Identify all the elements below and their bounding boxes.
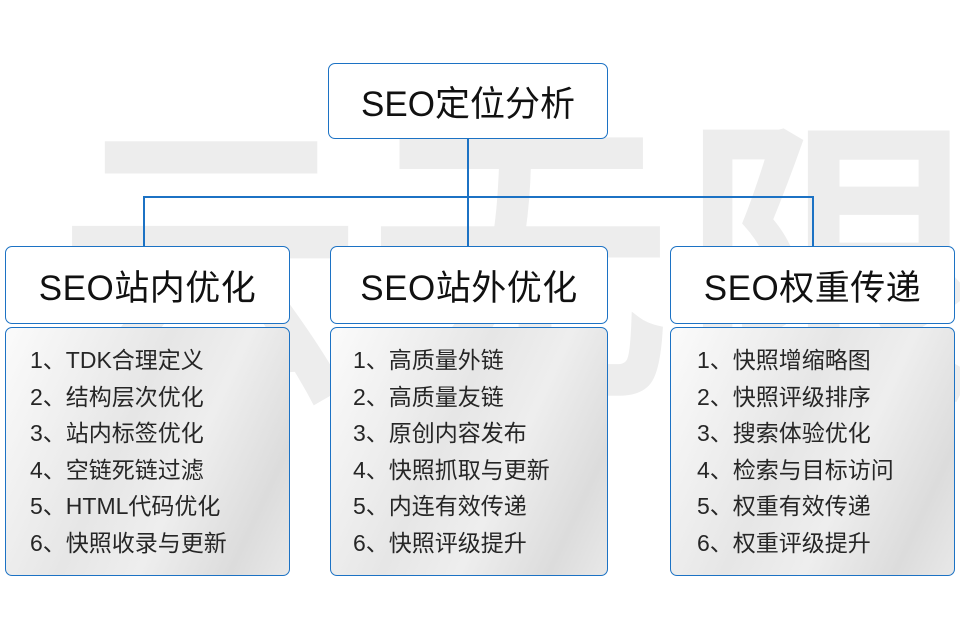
list-item: 1、高质量外链	[353, 347, 504, 373]
branch-header-label: SEO站内优化	[38, 268, 257, 308]
root-node-seo-positioning[interactable]: SEO定位分析	[328, 63, 608, 139]
branch-header-label: SEO站外优化	[360, 268, 578, 308]
list-item: 4、快照抓取与更新	[353, 456, 550, 483]
branch-header-weight[interactable]: SEO权重传递	[670, 246, 955, 324]
list-item: 5、HTML代码优化	[30, 493, 221, 519]
connector-horizontal-bus	[143, 196, 814, 198]
list-item: 3、原创内容发布	[353, 420, 527, 446]
list-item: 3、搜索体验优化	[697, 420, 871, 446]
list-item: 1、快照增缩略图	[697, 347, 871, 373]
list-item: 4、检索与目标访问	[697, 456, 894, 483]
branch-header-onsite[interactable]: SEO站内优化	[5, 246, 290, 324]
connector-branch-left-vertical	[143, 196, 145, 247]
branch-column-onsite: SEO站内优化 1、TDK合理定义 2、结构层次优化 3、站内标签优化 4、空链…	[5, 246, 290, 576]
list-item: 2、高质量友链	[353, 383, 504, 410]
list-item: 5、权重有效传递	[697, 493, 871, 519]
root-node-label: SEO定位分析	[361, 84, 575, 124]
list-item: 2、快照评级排序	[697, 383, 871, 410]
branch-column-weight: SEO权重传递 1、快照增缩略图 2、快照评级排序 3、搜索体验优化 4、检索与…	[670, 246, 955, 576]
list-item: 6、快照收录与更新	[30, 529, 227, 556]
connector-root-vertical	[467, 138, 469, 197]
connector-branch-mid-vertical	[467, 196, 469, 247]
list-item: 6、权重评级提升	[697, 529, 871, 556]
branch-body-onsite: 1、TDK合理定义 2、结构层次优化 3、站内标签优化 4、空链死链过滤 5、H…	[5, 327, 290, 576]
branch-header-offsite[interactable]: SEO站外优化	[330, 246, 608, 324]
branch-body-weight: 1、快照增缩略图 2、快照评级排序 3、搜索体验优化 4、检索与目标访问 5、权…	[670, 327, 955, 576]
list-item: 2、结构层次优化	[30, 383, 204, 410]
branch-header-label: SEO权重传递	[703, 268, 922, 308]
list-item: 6、快照评级提升	[353, 529, 527, 556]
list-item: 5、内连有效传递	[353, 493, 527, 519]
connector-branch-right-vertical	[812, 196, 814, 247]
list-item: 1、TDK合理定义	[30, 347, 204, 373]
list-item: 4、空链死链过滤	[30, 456, 204, 483]
branch-column-offsite: SEO站外优化 1、高质量外链 2、高质量友链 3、原创内容发布 4、快照抓取与…	[330, 246, 608, 576]
branch-body-offsite: 1、高质量外链 2、高质量友链 3、原创内容发布 4、快照抓取与更新 5、内连有…	[330, 327, 608, 576]
list-item: 3、站内标签优化	[30, 420, 204, 446]
